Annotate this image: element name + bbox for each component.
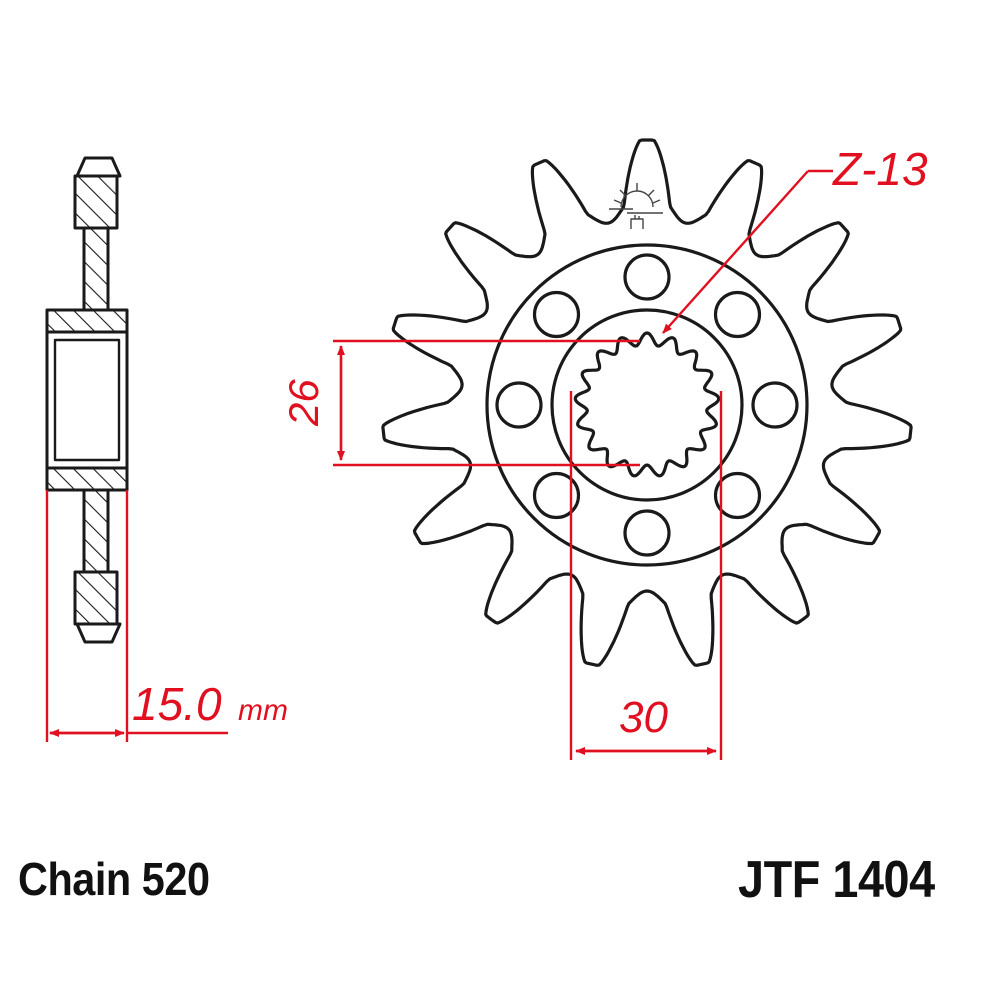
spline-bore (573, 331, 721, 478)
bolt-hole (751, 381, 799, 429)
inner-diameter-label: 26 (280, 379, 327, 426)
bolt-hole (713, 290, 762, 339)
teeth-count-leader (662, 169, 833, 334)
bolt-hole (713, 471, 762, 520)
bottom-tooth-chamfer (75, 622, 122, 644)
hub-outer-circle (485, 243, 809, 567)
bottom-tooth-body (73, 570, 119, 626)
width-unit-label: mm (238, 694, 288, 727)
part-number-label: JTF 1404 (738, 851, 935, 909)
outer-spline-label: 30 (619, 693, 668, 742)
bolt-hole (532, 471, 581, 520)
width-dimension (45, 490, 228, 742)
bolt-hole (532, 290, 581, 339)
inner-diameter-dimension (333, 339, 640, 467)
bottom-hub (45, 466, 129, 492)
top-web (82, 226, 110, 312)
bore-inner (53, 338, 121, 462)
top-tooth-chamfer (75, 156, 122, 178)
chain-size-label: Chain 520 (18, 853, 210, 905)
top-tooth-body (73, 174, 119, 230)
bolt-hole (623, 509, 671, 557)
outer-teeth-profile (381, 138, 913, 667)
side-view-section (45, 156, 129, 644)
teeth-count-label: Z-13 (833, 143, 928, 195)
bolt-hole (495, 381, 543, 429)
bolt-hole (623, 253, 671, 301)
bottom-web (82, 488, 110, 574)
width-value-label: 15.0 (132, 678, 222, 730)
hub-inner-circle (550, 308, 744, 502)
top-hub (45, 308, 129, 334)
bolt-holes (495, 253, 799, 557)
sunrise-logo-icon (609, 183, 663, 229)
front-view (381, 138, 913, 667)
outer-spline-dimension (569, 391, 723, 760)
